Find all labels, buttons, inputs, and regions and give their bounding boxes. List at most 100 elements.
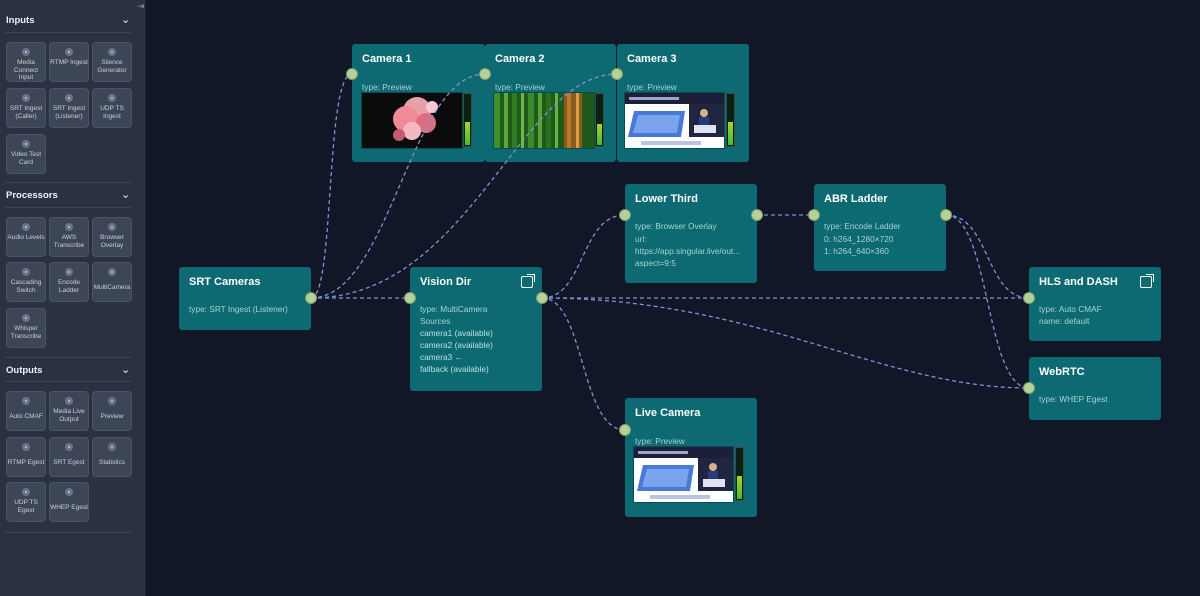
palette-item-label: Video Test Card	[10, 151, 42, 166]
palette-item-media-live-output[interactable]: Media Live Output	[49, 391, 89, 431]
node-camera-3[interactable]: Camera 3 type: Preview	[617, 44, 749, 162]
palette-item-rtmp-egest[interactable]: RTMP Egest	[6, 437, 46, 477]
node-webrtc[interactable]: WebRTC type: WHEP Egest	[1029, 357, 1161, 420]
node-prop: type: Preview	[635, 436, 685, 446]
input-port[interactable]	[619, 424, 631, 436]
palette-item-label: SRT Ingest (Listener)	[52, 105, 86, 120]
input-port[interactable]	[1023, 292, 1035, 304]
palette-item-multicamera[interactable]: MultiCamera	[92, 262, 132, 302]
audio-level-meter	[726, 93, 735, 147]
wire-srt-to-camera1	[310, 73, 353, 299]
node-icon	[22, 397, 30, 405]
node-prop: type: SRT Ingest (Listener)	[189, 304, 288, 314]
node-abr-ladder[interactable]: ABR Ladder type: Encode Ladder 0: h264_1…	[814, 184, 946, 271]
audio-level-fill	[737, 475, 742, 499]
sidebar: ⇥ Inputs ⌄ Media Connect Input RTMP Inge…	[0, 0, 146, 596]
palette-item-statistics[interactable]: Statistics	[92, 437, 132, 477]
node-lower-third[interactable]: Lower Third type: Browser Overlay url: h…	[625, 184, 757, 283]
node-icon	[22, 443, 30, 451]
palette-item-preview[interactable]: Preview	[92, 391, 132, 431]
palette-item-browser-overlay[interactable]: Browser Overlay	[92, 217, 132, 257]
palette-item-encode-ladder[interactable]: Encode Ladder	[49, 262, 89, 302]
audio-level-fill	[465, 121, 470, 145]
node-icon	[22, 48, 30, 56]
source-fallback[interactable]: fallback (available)	[420, 364, 489, 374]
palette-item-aws-transcribe[interactable]: AWS Transcribe	[49, 217, 89, 257]
section-header-inputs[interactable]: Inputs ⌄	[0, 12, 145, 34]
audio-level-fill	[597, 124, 602, 145]
palette-item-label: Auto CMAF	[9, 413, 43, 420]
palette-item-media-connect-input[interactable]: Media Connect Input	[6, 42, 46, 82]
section-header-processors[interactable]: Processors ⌄	[0, 187, 145, 209]
node-title: Lower Third	[635, 193, 698, 205]
input-port[interactable]	[619, 209, 631, 221]
palette-item-srt-egest[interactable]: SRT Egest	[49, 437, 89, 477]
input-port[interactable]	[808, 209, 820, 221]
palette-item-whisper-transcribe[interactable]: Whisper Transcribe	[6, 308, 46, 348]
node-icon	[108, 397, 116, 405]
palette-item-label: Preview	[100, 413, 124, 420]
output-port[interactable]	[940, 209, 952, 221]
palette-item-rtmp-ingest[interactable]: RTMP Ingest	[49, 42, 89, 82]
palette-item-label: UDP TS Egest	[14, 499, 38, 514]
node-prop: type: Auto CMAF	[1039, 304, 1102, 314]
palette-item-udp-ts-egest[interactable]: UDP TS Egest	[6, 482, 46, 522]
palette-item-audio-levels[interactable]: Audio Levels	[6, 217, 46, 257]
palette-item-video-test-card[interactable]: Video Test Card	[6, 134, 46, 174]
node-live-camera[interactable]: Live Camera type: Preview	[625, 398, 757, 517]
section-title: Inputs	[6, 15, 35, 26]
node-prop: type: Encode Ladder	[824, 221, 901, 231]
palette-item-srt-ingest-caller[interactable]: SRT Ingest (Caller)	[6, 88, 46, 128]
node-icon	[22, 94, 30, 102]
wire-vision-to-live-camera	[541, 297, 626, 431]
audio-level-meter	[735, 447, 744, 501]
palette-item-whep-egest[interactable]: WHEP Egest	[49, 482, 89, 522]
node-title: Live Camera	[635, 407, 701, 419]
node-camera-1[interactable]: Camera 1 type: Preview	[352, 44, 485, 162]
palette-item-srt-ingest-listener[interactable]: SRT Ingest (Listener)	[49, 88, 89, 128]
node-prop: 0: h264_1280×720	[824, 234, 894, 244]
palette-item-silence-generator[interactable]: Silence Generator	[92, 42, 132, 82]
palette-item-cascading-switch[interactable]: Cascading Switch	[6, 262, 46, 302]
chevron-down-icon[interactable]: ⌄	[121, 189, 131, 201]
output-port[interactable]	[751, 209, 763, 221]
external-link-icon[interactable]	[521, 274, 535, 288]
source-camera1[interactable]: camera1 (available)	[420, 328, 493, 338]
node-prop: url:	[635, 234, 647, 244]
external-link-icon[interactable]	[1140, 274, 1154, 288]
chevron-down-icon[interactable]: ⌄	[121, 14, 131, 26]
input-port[interactable]	[404, 292, 416, 304]
palette-item-label: SRT Egest	[53, 459, 85, 466]
node-hls-and-dash[interactable]: HLS and DASH type: Auto CMAF name: defau…	[1029, 267, 1161, 341]
node-camera-2[interactable]: Camera 2 type: Preview	[485, 44, 616, 162]
input-port[interactable]	[611, 68, 623, 80]
node-icon	[65, 443, 73, 451]
node-prop: type: WHEP Egest	[1039, 394, 1108, 404]
node-prop: type: Preview	[362, 82, 412, 92]
chevron-down-icon[interactable]: ⌄	[121, 364, 131, 376]
palette-item-label: Statistics	[98, 459, 125, 466]
wire-abr-to-hls	[945, 214, 1030, 299]
node-icon	[65, 488, 73, 496]
section-header-outputs[interactable]: Outputs ⌄	[0, 362, 145, 384]
palette-item-label: MultiCamera	[93, 284, 131, 291]
node-icon	[22, 314, 30, 322]
section-title: Processors	[6, 190, 58, 201]
input-port[interactable]	[346, 68, 358, 80]
palette-item-udp-ts-ingest[interactable]: UDP TS Ingest	[92, 88, 132, 128]
output-port[interactable]	[305, 292, 317, 304]
collapse-sidebar-icon[interactable]: ⇥	[137, 1, 145, 11]
source-camera3[interactable]: camera3 ←	[420, 352, 463, 362]
source-camera2[interactable]: camera2 (available)	[420, 340, 493, 350]
node-srt-cameras[interactable]: SRT Cameras type: SRT Ingest (Listener)	[179, 267, 311, 330]
input-port[interactable]	[479, 68, 491, 80]
audio-level-fill	[728, 121, 733, 145]
node-icon	[65, 268, 73, 276]
divider	[5, 357, 131, 358]
node-vision-dir[interactable]: Vision Dir type: MultiCamera Sources cam…	[410, 267, 542, 391]
input-port[interactable]	[1023, 382, 1035, 394]
palette-item-auto-cmaf[interactable]: Auto CMAF	[6, 391, 46, 431]
divider	[5, 207, 131, 208]
palette-item-label: Browser Overlay	[100, 234, 124, 249]
output-port[interactable]	[536, 292, 548, 304]
